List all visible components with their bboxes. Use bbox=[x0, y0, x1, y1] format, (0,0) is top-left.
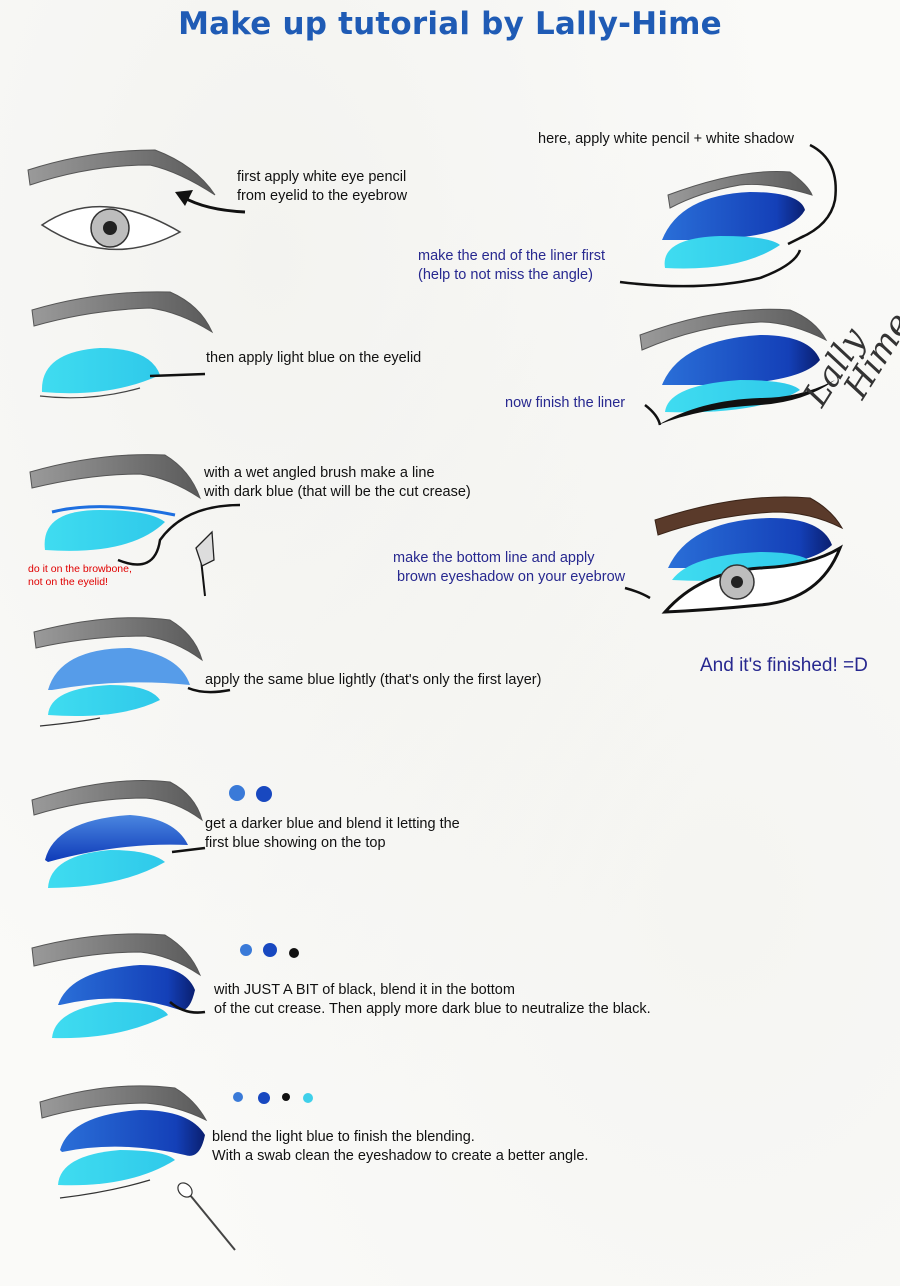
step6-eye-drawing bbox=[31, 933, 299, 1039]
eyebrow bbox=[33, 617, 203, 662]
color-dot bbox=[263, 943, 277, 957]
lash-line bbox=[39, 387, 141, 399]
step3-note-line2: not on the eyelid! bbox=[28, 576, 108, 588]
step5-line2: first blue showing on the top bbox=[205, 835, 386, 851]
step1-text: first apply white eye pencil from eyelid… bbox=[237, 168, 407, 206]
color-dot bbox=[233, 1092, 243, 1102]
pointer-line bbox=[644, 404, 662, 426]
right1-liner-text: make the end of the liner first (help to… bbox=[418, 247, 605, 285]
step1-line1: first apply white eye pencil bbox=[237, 169, 407, 185]
angled-brush-icon bbox=[195, 530, 215, 597]
step5-line1: get a darker blue and blend it letting t… bbox=[205, 816, 460, 832]
arrow bbox=[182, 195, 246, 214]
eyebrow bbox=[31, 780, 203, 822]
right3-line2: brown eyeshadow on your eyebrow bbox=[397, 569, 626, 585]
color-dot bbox=[229, 785, 245, 801]
step1-eye-drawing bbox=[27, 149, 246, 251]
color-dot bbox=[256, 786, 272, 802]
eyebrow bbox=[31, 291, 214, 334]
light-blue-lid bbox=[48, 685, 160, 716]
color-dot bbox=[282, 1093, 290, 1101]
color-dot bbox=[303, 1093, 313, 1103]
liner-end bbox=[787, 234, 805, 246]
right1-top-line1: here, apply white pencil + white shadow bbox=[538, 131, 794, 147]
step7-eye-drawing bbox=[39, 1085, 313, 1251]
light-blue-lid bbox=[664, 236, 780, 269]
dark-blue-crease bbox=[60, 1110, 205, 1156]
arrow-head bbox=[175, 190, 193, 206]
right3-text: make the bottom line and apply brown eye… bbox=[393, 549, 625, 587]
step3-note-line1: do it on the browbone, bbox=[28, 563, 132, 575]
eyebrow bbox=[27, 149, 216, 196]
eyebrow bbox=[639, 308, 828, 351]
cotton-swab-icon bbox=[177, 1182, 236, 1251]
light-blue-lid bbox=[48, 850, 165, 888]
step7-text: blend the light blue to finish the blend… bbox=[212, 1128, 588, 1166]
step5-eye-drawing bbox=[31, 780, 272, 888]
light-blue-lid bbox=[41, 348, 160, 394]
lash-line bbox=[39, 717, 101, 727]
dark-blue-crease bbox=[58, 965, 195, 1011]
pointer-line bbox=[149, 372, 206, 378]
eyebrow bbox=[667, 171, 813, 209]
blue-crease-layer bbox=[48, 648, 190, 690]
pointer-line bbox=[117, 503, 241, 566]
eyebrow bbox=[39, 1085, 208, 1122]
eyeliner bbox=[658, 380, 835, 425]
light-blue-lid bbox=[58, 1150, 175, 1186]
step7-line2: With a swab clean the eyeshadow to creat… bbox=[212, 1148, 589, 1164]
step2-eye-drawing bbox=[31, 291, 214, 399]
right2-line1: now finish the liner bbox=[505, 395, 626, 411]
step6-line2: of the cut crease. Then apply more dark … bbox=[214, 1001, 651, 1017]
color-dot bbox=[240, 944, 252, 956]
light-blue-lid bbox=[665, 380, 800, 413]
color-dot bbox=[258, 1092, 270, 1104]
right3-eye-drawing bbox=[624, 496, 844, 614]
page-title: Make up tutorial by Lally-Hime bbox=[178, 6, 722, 42]
finished-text: And it's finished! =D bbox=[700, 655, 868, 676]
pupil bbox=[731, 576, 743, 588]
right1-liner-line1: make the end of the liner first bbox=[418, 248, 605, 264]
dark-blue-crease bbox=[662, 335, 820, 385]
step4-line1: apply the same blue lightly (that's only… bbox=[205, 672, 542, 688]
right1-eye-drawing bbox=[619, 143, 837, 288]
right2-eye-drawing bbox=[639, 308, 835, 426]
step3-line2: with dark blue (that will be the cut cre… bbox=[204, 484, 471, 500]
white-highlight-pointer bbox=[799, 143, 837, 240]
pointer-line bbox=[619, 249, 802, 288]
light-blue-lid bbox=[44, 510, 165, 551]
right3-line1: make the bottom line and apply bbox=[393, 550, 595, 566]
step3-eye-drawing bbox=[29, 454, 241, 597]
step2-line1: then apply light blue on the eyelid bbox=[206, 350, 422, 366]
step6-line1: with JUST A BIT of black, blend it in th… bbox=[214, 982, 515, 998]
color-dot bbox=[289, 948, 299, 958]
dark-blue-crease bbox=[45, 815, 188, 862]
step4-text: apply the same blue lightly (that's only… bbox=[205, 671, 541, 690]
right2-text: now finish the liner bbox=[505, 394, 625, 413]
right1-top-text: here, apply white pencil + white shadow bbox=[538, 130, 794, 149]
step6-text: with JUST A BIT of black, blend it in th… bbox=[214, 981, 651, 1019]
step3-text: with a wet angled brush make a line with… bbox=[204, 464, 471, 502]
eyebrow bbox=[29, 454, 201, 500]
right1-liner-line2: (help to not miss the angle) bbox=[418, 267, 593, 283]
step5-text: get a darker blue and blend it letting t… bbox=[205, 815, 460, 853]
crease-line bbox=[51, 505, 176, 517]
eyebrow bbox=[31, 933, 202, 977]
dark-blue-crease bbox=[662, 192, 805, 240]
pointer-line bbox=[187, 686, 231, 694]
pupil bbox=[103, 221, 117, 235]
step7-line1: blend the light blue to finish the blend… bbox=[212, 1129, 475, 1145]
step2-text: then apply light blue on the eyelid bbox=[206, 349, 421, 368]
step3-line1: with a wet angled brush make a line bbox=[204, 465, 435, 481]
pointer-line bbox=[624, 586, 651, 600]
step3-note: do it on the browbone, not on the eyelid… bbox=[28, 563, 132, 589]
light-blue-lid bbox=[52, 1002, 168, 1039]
pointer-line bbox=[171, 846, 206, 854]
brown-eyebrow bbox=[654, 496, 844, 536]
pointer-line bbox=[169, 1001, 206, 1014]
step1-line2: from eyelid to the eyebrow bbox=[237, 188, 408, 204]
lash-line bbox=[59, 1179, 151, 1199]
step4-eye-drawing bbox=[33, 617, 231, 727]
